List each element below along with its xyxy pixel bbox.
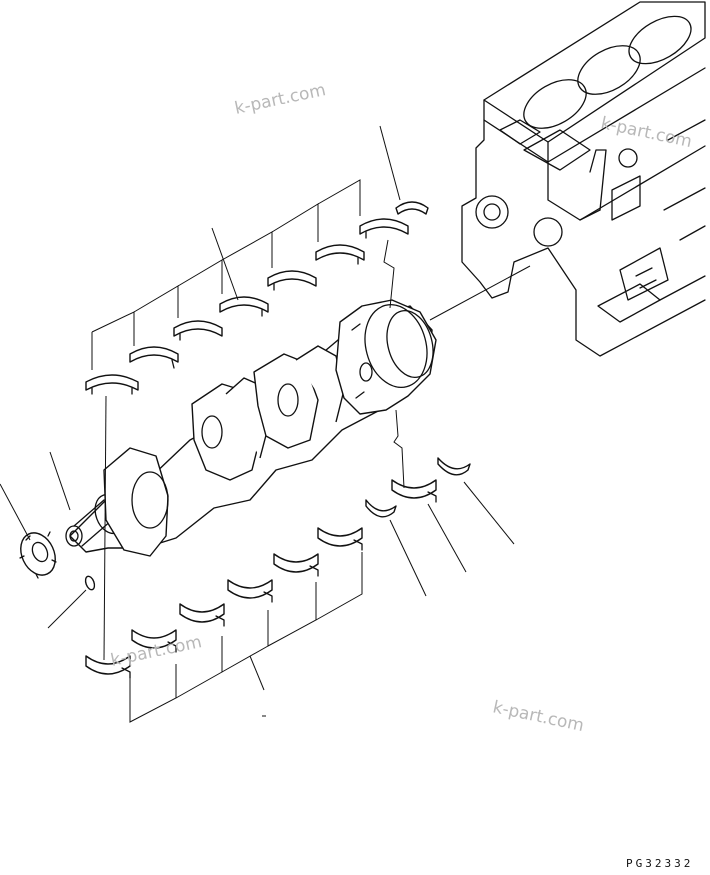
bearing-shell	[219, 296, 269, 317]
bearing-shell	[317, 527, 363, 551]
lower-main-bearings	[85, 457, 471, 679]
woodruff-key	[84, 575, 96, 591]
upper-main-bearings	[85, 201, 429, 395]
bearing-shell	[179, 603, 225, 627]
watermark: k-part.com	[233, 80, 328, 119]
lower-callout-bracket	[129, 552, 363, 723]
bearing-shell	[227, 579, 273, 603]
connector-lines	[103, 239, 531, 661]
thrust-washer	[395, 201, 429, 215]
crankshaft	[65, 299, 437, 557]
thrust-washer	[437, 457, 471, 476]
bearing-shell	[267, 270, 317, 291]
thrust-washer	[365, 499, 397, 518]
drawing-code: PG32332	[626, 857, 693, 870]
bearing-shell	[131, 629, 177, 653]
bearing-shell	[173, 320, 223, 341]
engine-block	[461, 1, 706, 357]
bearing-shell	[129, 346, 179, 369]
watermark: k-part.com	[491, 697, 586, 736]
leader-lines	[0, 451, 515, 629]
bearing-shell	[85, 655, 131, 679]
upper-callout-bracket	[91, 125, 401, 370]
watermark: k-part.com	[599, 113, 694, 152]
crank-gear	[19, 531, 57, 579]
bearing-shell	[315, 244, 365, 265]
bearing-shell	[391, 479, 437, 503]
bearing-shell	[273, 553, 319, 577]
bearing-shell	[359, 218, 409, 239]
bearing-shell	[85, 374, 139, 395]
